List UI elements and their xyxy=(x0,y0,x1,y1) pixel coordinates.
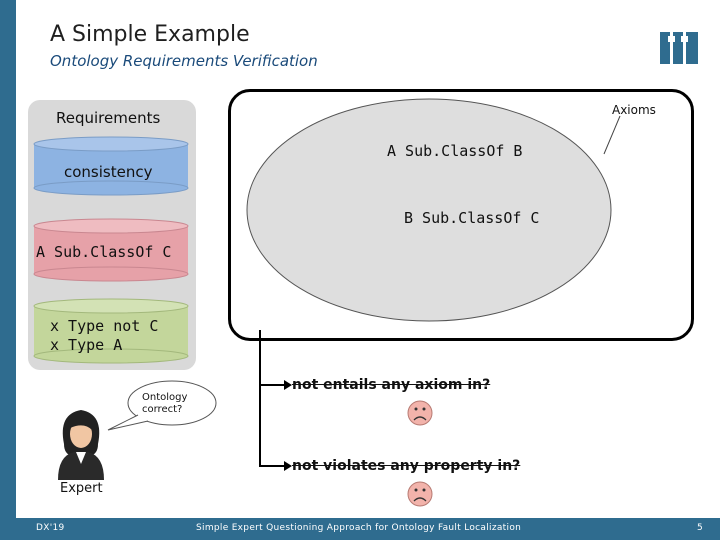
university-logo-icon xyxy=(660,32,698,64)
requirement-type-a-text: x Type A xyxy=(50,336,123,354)
expert-question: Ontology correct? xyxy=(142,392,188,415)
page-number: 5 xyxy=(697,523,704,533)
requirement-consistency: consistency xyxy=(33,136,189,196)
requirement-subclass: A Sub.ClassOf C xyxy=(33,218,189,282)
expert-avatar-icon xyxy=(58,410,104,480)
requirements-label: Requirements xyxy=(56,109,161,127)
expert-label: Expert xyxy=(60,481,103,496)
axiom-b-subclass-c: B Sub.ClassOf C xyxy=(404,209,540,227)
axioms-label: Axioms xyxy=(612,103,656,117)
speech-bubble xyxy=(107,380,217,431)
axiom-a-subclass-b: A Sub.ClassOf B xyxy=(387,142,523,160)
slide-subtitle: Ontology Requirements Verification xyxy=(50,52,318,70)
sad-face-icon xyxy=(407,481,433,507)
requirement-type-not-c-text: x Type not C xyxy=(50,317,159,335)
footer-center: Simple Expert Questioning Approach for O… xyxy=(196,523,522,533)
left-accent-bar xyxy=(0,0,16,540)
query-violates: not violates any property in? xyxy=(292,458,521,474)
query-entails: not entails any axiom in? xyxy=(292,377,491,393)
requirement-subclass-text: A Sub.ClassOf C xyxy=(36,243,172,261)
connector-arrows xyxy=(259,330,292,471)
requirement-type-assertions: x Type not C x Type A xyxy=(33,298,189,364)
footer-bar xyxy=(16,518,720,540)
footer-left: DX'19 xyxy=(36,523,65,533)
slide-title: A Simple Example xyxy=(50,22,250,47)
sad-face-icon xyxy=(407,400,433,426)
requirement-consistency-text: consistency xyxy=(64,163,153,181)
axioms-ellipse xyxy=(246,98,621,322)
